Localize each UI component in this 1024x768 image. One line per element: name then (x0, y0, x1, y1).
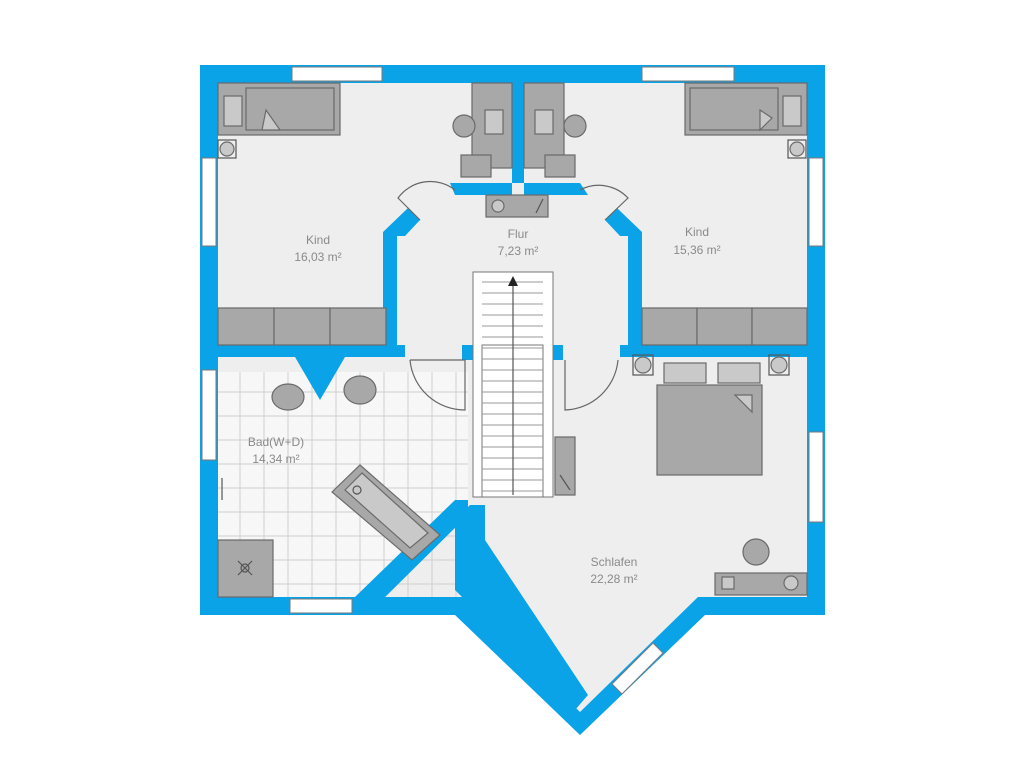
room-area: 16,03 m² (294, 250, 341, 264)
bed-icon (632, 354, 790, 476)
desk-icon (452, 82, 587, 178)
bed-icon (217, 82, 341, 159)
wardrobe-icon (217, 307, 808, 346)
room-name: Bad(W+D) (248, 435, 304, 449)
room-label-bad: Bad(W+D) 14,34 m² (248, 435, 304, 466)
room-name: Kind (685, 225, 709, 239)
room-name: Flur (508, 227, 529, 241)
window-icon (201, 157, 217, 247)
stair-arrow-icon (508, 276, 518, 286)
windows (201, 66, 824, 695)
room-area: 22,28 m² (590, 572, 637, 586)
window-icon (808, 431, 824, 523)
room-label-flur: Flur 7,23 m² (498, 227, 539, 258)
window-icon (641, 66, 735, 82)
shower-icon (217, 539, 274, 598)
room-label-kind-west: Kind 16,03 m² (294, 233, 341, 264)
room-area: 7,23 m² (498, 244, 539, 258)
bed-icon (684, 82, 808, 159)
window-icon (201, 369, 217, 461)
room-area: 15,36 m² (673, 243, 720, 257)
door-swing-icon (397, 180, 629, 411)
window-icon (611, 642, 664, 695)
console-icon (485, 194, 549, 218)
window-icon (289, 598, 353, 614)
desk-icon (554, 436, 808, 596)
room-label-kind-east: Kind 15,36 m² (673, 225, 720, 257)
room-area: 14,34 m² (252, 452, 299, 466)
room-label-schlafen: Schlafen 22,28 m² (590, 555, 637, 586)
bathtub-icon (331, 464, 441, 561)
staircase (472, 271, 554, 498)
window-icon (291, 66, 383, 82)
window-icon (808, 157, 824, 247)
room-name: Kind (306, 233, 330, 247)
room-name: Schlafen (591, 555, 638, 569)
washbasin-icon (271, 375, 377, 411)
